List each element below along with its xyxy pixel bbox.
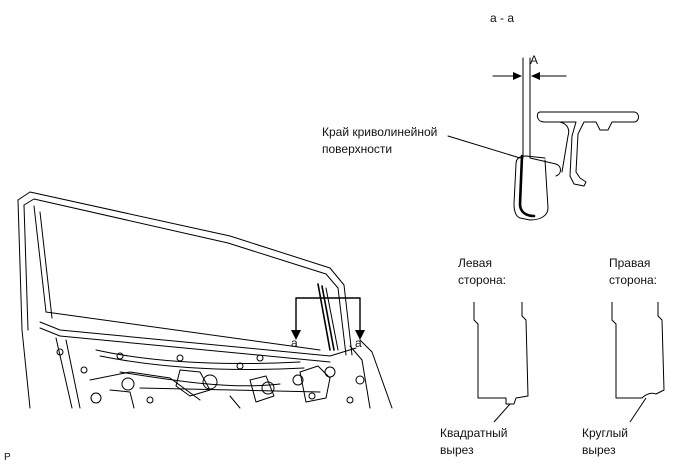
- door-fasteners: [56, 348, 365, 404]
- right-side-title-line2: сторона:: [609, 273, 658, 287]
- figure-code: P: [4, 452, 11, 463]
- cut-marker-left: a: [291, 336, 298, 350]
- dimension-label: A: [530, 53, 539, 67]
- left-side-title-line2: сторона:: [458, 273, 507, 287]
- edge-callout-line2: поверхности: [322, 142, 393, 156]
- edge-callout-line1: Край криволинейной: [322, 125, 438, 139]
- left-glass-edge: [473, 302, 529, 423]
- left-cut-label-line2: вырез: [440, 443, 474, 457]
- left-side-title-line1: Левая: [458, 256, 492, 270]
- section-cut-arrows: [291, 330, 365, 340]
- left-cut-label-line1: Квадратный: [440, 426, 508, 440]
- dimension-arrows: [513, 72, 540, 80]
- right-side-title-line1: Правая: [609, 256, 651, 270]
- cut-marker-right: a: [355, 336, 362, 350]
- section-detail: [447, 57, 639, 221]
- section-label: a - a: [490, 11, 515, 25]
- right-glass-edge: [611, 302, 665, 423]
- door-illustration: [17, 191, 393, 409]
- section-cut-line: [295, 297, 361, 339]
- right-cut-label-line2: вырез: [582, 443, 616, 457]
- right-cut-label-line1: Круглый: [582, 426, 628, 440]
